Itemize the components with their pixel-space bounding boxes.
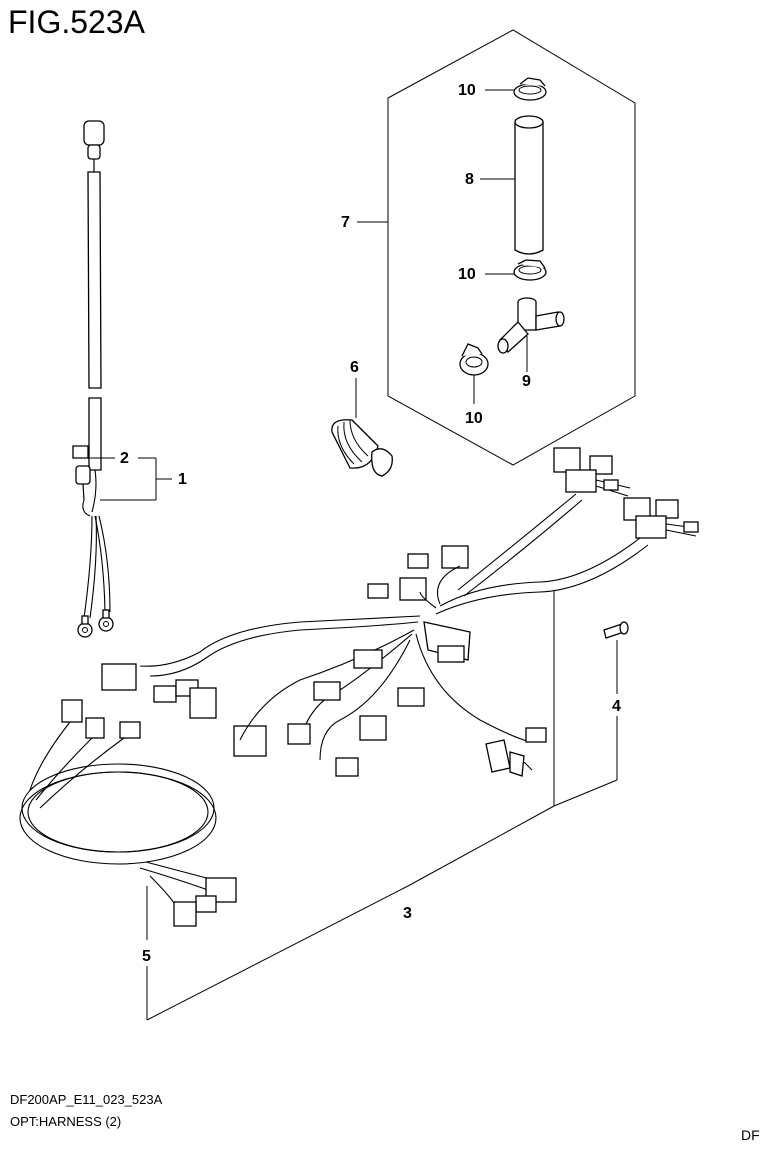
- hose-clamp-top: [485, 77, 547, 101]
- callout-7: 7: [341, 214, 350, 231]
- callout-10-middle: 10: [458, 266, 476, 283]
- callout-10-bottom: 10: [465, 410, 483, 427]
- hose: [480, 115, 544, 255]
- callout-4: 4: [612, 698, 621, 715]
- hose-clamp-bottom: [459, 343, 489, 404]
- kit-outline: [357, 29, 636, 466]
- extension-harness: [19, 699, 237, 940]
- main-harness: [101, 447, 699, 777]
- leader-3: [146, 590, 618, 1021]
- grommet: [331, 378, 393, 477]
- leader-1-2: [88, 457, 172, 501]
- callout-3: 3: [403, 905, 412, 922]
- callout-9: 9: [522, 373, 531, 390]
- callout-5: 5: [142, 948, 151, 965]
- figure-caption: OPT:HARNESS (2): [10, 1114, 122, 1129]
- drawing-code: DF200AP_E11_023_523A: [10, 1092, 163, 1107]
- callout-8: 8: [465, 171, 474, 188]
- figure-title: FIG.523A: [8, 4, 145, 40]
- screw: [603, 621, 629, 694]
- t-joint: [497, 297, 565, 372]
- callout-1: 1: [178, 471, 187, 488]
- hose-clamp-middle: [485, 259, 547, 281]
- battery-lead-harness: [72, 120, 114, 638]
- callout-2: 2: [120, 450, 129, 467]
- callout-10-top: 10: [458, 82, 476, 99]
- callout-6: 6: [350, 359, 359, 376]
- corner-mark: DF: [741, 1127, 760, 1143]
